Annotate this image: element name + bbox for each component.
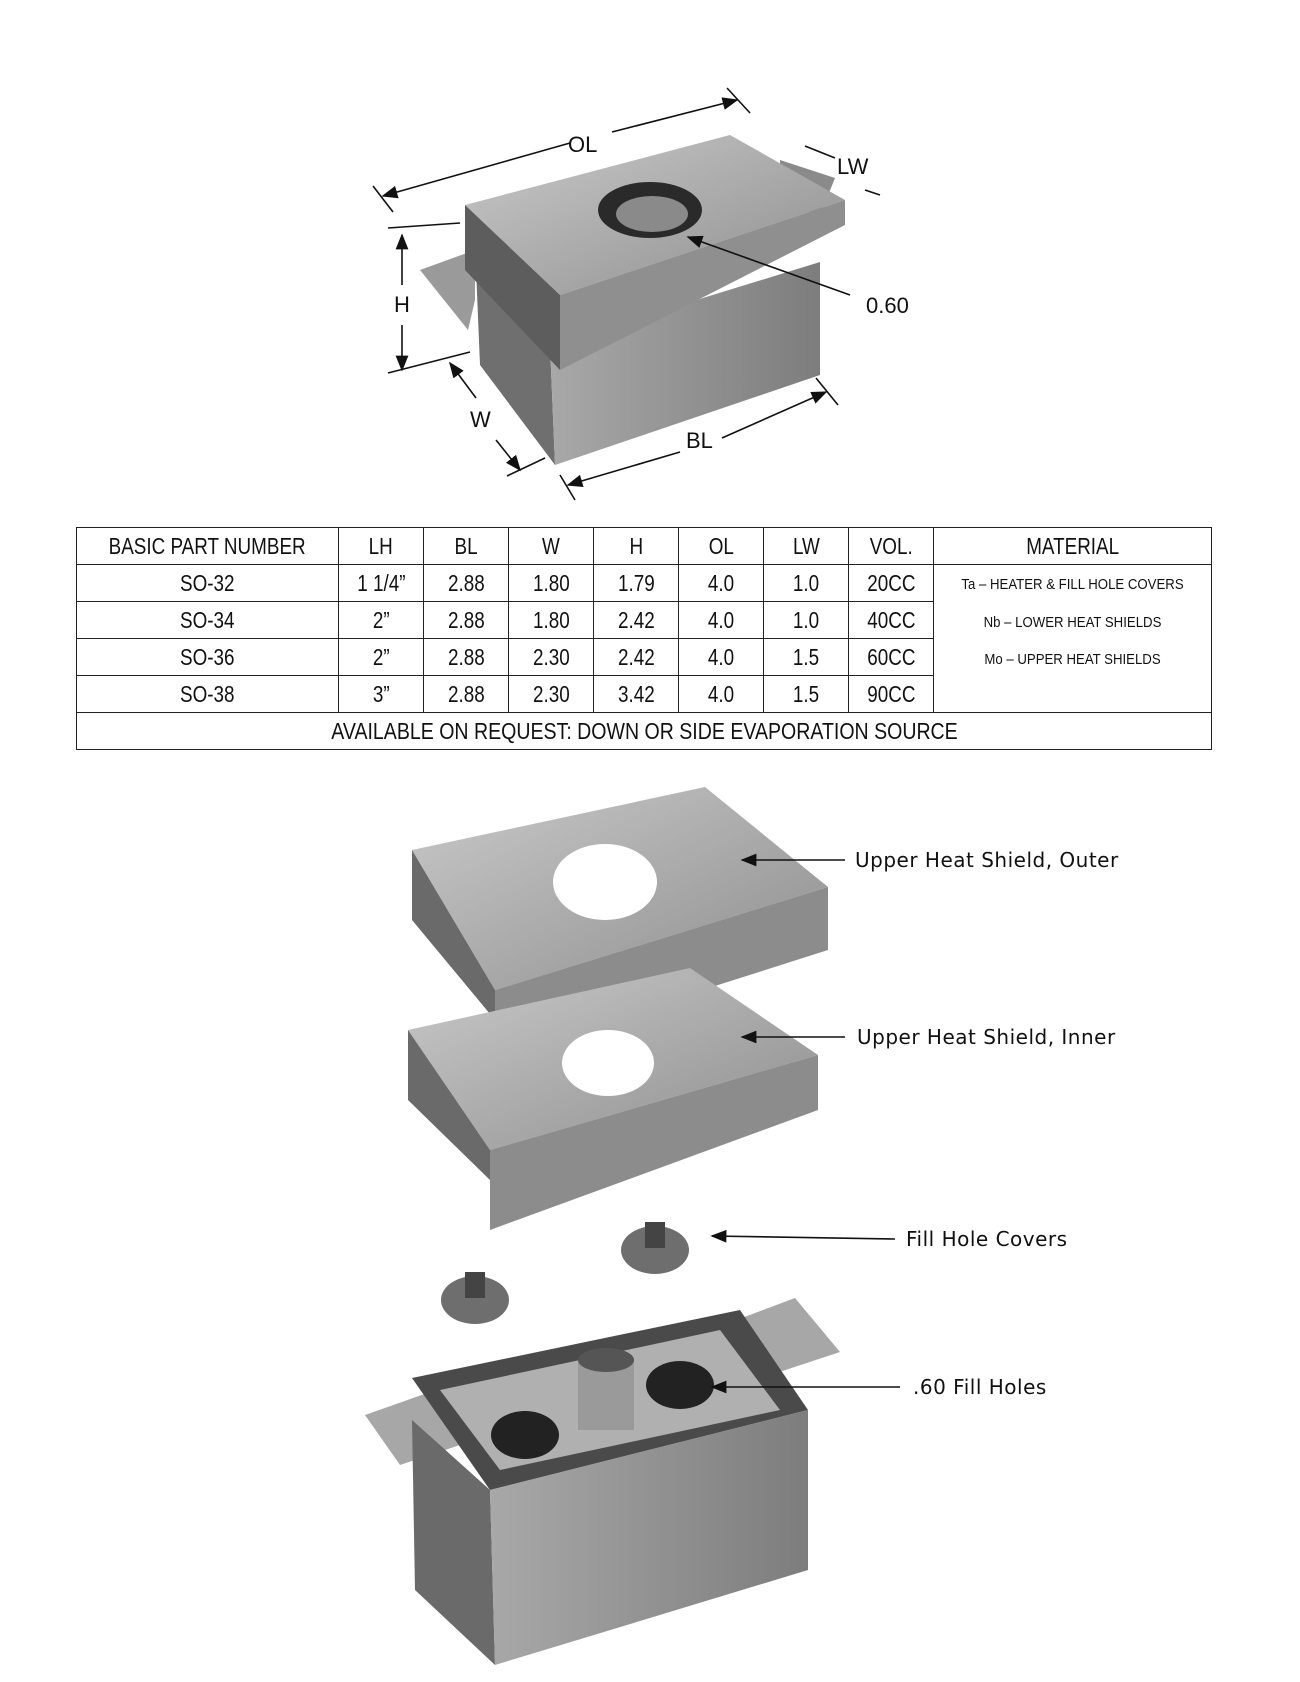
callout-fill-holes: .60 Fill Holes bbox=[913, 1375, 1047, 1399]
cell: 1 1/4” bbox=[338, 564, 424, 602]
cell: 2.88 bbox=[423, 638, 509, 676]
lower-heat-shield-base-drawing bbox=[365, 1298, 840, 1665]
cell: 60CC bbox=[848, 638, 934, 676]
header-ol: OL bbox=[678, 527, 764, 565]
material-cell: Ta – HEATER & FILL HOLE COVERS Nb – LOWE… bbox=[933, 564, 1212, 713]
header-vol: VOL. bbox=[848, 527, 934, 565]
cell: SO-34 bbox=[76, 601, 339, 639]
cell: 2.42 bbox=[593, 601, 679, 639]
header-w: W bbox=[508, 527, 594, 565]
upper-heat-shield-inner-drawing bbox=[408, 968, 818, 1230]
header-h: H bbox=[593, 527, 679, 565]
cell: 4.0 bbox=[678, 564, 764, 602]
cell: 3” bbox=[338, 675, 424, 713]
cell: 3.42 bbox=[593, 675, 679, 713]
label-bl: BL bbox=[686, 428, 713, 453]
cell: 2.88 bbox=[423, 564, 509, 602]
header-part-number: BASIC PART NUMBER bbox=[76, 527, 339, 565]
label-ol: OL bbox=[568, 132, 597, 157]
header-bl: BL bbox=[423, 527, 509, 565]
dimension-lines bbox=[372, 87, 881, 501]
callout-upper-heat-shield-inner: Upper Heat Shield, Inner bbox=[857, 1025, 1116, 1049]
lid-side bbox=[465, 205, 560, 370]
cell: 2” bbox=[338, 638, 424, 676]
cell: 1.80 bbox=[508, 601, 594, 639]
material-ta: Ta – HEATER & FILL HOLE COVERS bbox=[961, 576, 1184, 593]
specifications-table: BASIC PART NUMBER LH BL W H OL LW VOL. M… bbox=[76, 527, 1212, 750]
assembled-source-drawing bbox=[420, 135, 845, 465]
header-lh: LH bbox=[338, 527, 424, 565]
availability-note: AVAILABLE ON REQUEST: DOWN OR SIDE EVAPO… bbox=[76, 712, 1212, 750]
box-front bbox=[550, 262, 820, 465]
callout-arrows bbox=[710, 853, 900, 1394]
cell: 1.79 bbox=[593, 564, 679, 602]
cell: 2” bbox=[338, 601, 424, 639]
cell: 1.80 bbox=[508, 564, 594, 602]
cell: 40CC bbox=[848, 601, 934, 639]
cell: 2.30 bbox=[508, 638, 594, 676]
cell: 2.42 bbox=[593, 638, 679, 676]
cell: 20CC bbox=[848, 564, 934, 602]
table-header-row: BASIC PART NUMBER LH BL W H OL LW VOL. M… bbox=[76, 527, 1212, 565]
label-w: W bbox=[470, 407, 491, 432]
cell: 2.88 bbox=[423, 675, 509, 713]
cell: 1.5 bbox=[763, 675, 849, 713]
material-nb: Nb – LOWER HEAT SHIELDS bbox=[983, 613, 1162, 631]
label-lw: LW bbox=[837, 154, 869, 179]
header-material: MATERIAL bbox=[933, 527, 1212, 565]
cell: 2.88 bbox=[423, 601, 509, 639]
header-lw: LW bbox=[763, 527, 849, 565]
cell: SO-32 bbox=[76, 564, 339, 602]
left-tab bbox=[420, 250, 475, 330]
table-row: SO-36 2” 2.88 2.30 2.42 4.0 1.5 60CC bbox=[76, 638, 1212, 676]
cell: 1.5 bbox=[763, 638, 849, 676]
fill-hole-covers-drawing bbox=[441, 1222, 689, 1324]
label-hole-diameter: 0.60 bbox=[866, 293, 909, 318]
cell: 2.30 bbox=[508, 675, 594, 713]
table-row: SO-34 2” 2.88 1.80 2.42 4.0 1.0 40CC bbox=[76, 601, 1212, 639]
cell: 90CC bbox=[848, 675, 934, 713]
cell: 4.0 bbox=[678, 601, 764, 639]
lid-front bbox=[560, 200, 845, 370]
table-footer-row: AVAILABLE ON REQUEST: DOWN OR SIDE EVAPO… bbox=[76, 712, 1212, 750]
callout-upper-heat-shield-outer: Upper Heat Shield, Outer bbox=[855, 848, 1119, 872]
cell: 1.0 bbox=[763, 601, 849, 639]
cell: 1.0 bbox=[763, 564, 849, 602]
label-h: H bbox=[394, 292, 410, 317]
material-mo: Mo – UPPER HEAT SHIELDS bbox=[984, 651, 1161, 668]
cell: 4.0 bbox=[678, 675, 764, 713]
cell: 4.0 bbox=[678, 638, 764, 676]
callout-fill-hole-covers: Fill Hole Covers bbox=[906, 1227, 1068, 1251]
table-row: SO-32 1 1/4” 2.88 1.80 1.79 4.0 1.0 20CC… bbox=[76, 564, 1212, 713]
table-row: SO-38 3” 2.88 2.30 3.42 4.0 1.5 90CC bbox=[76, 675, 1212, 713]
cell: SO-36 bbox=[76, 638, 339, 676]
cell: SO-38 bbox=[76, 675, 339, 713]
